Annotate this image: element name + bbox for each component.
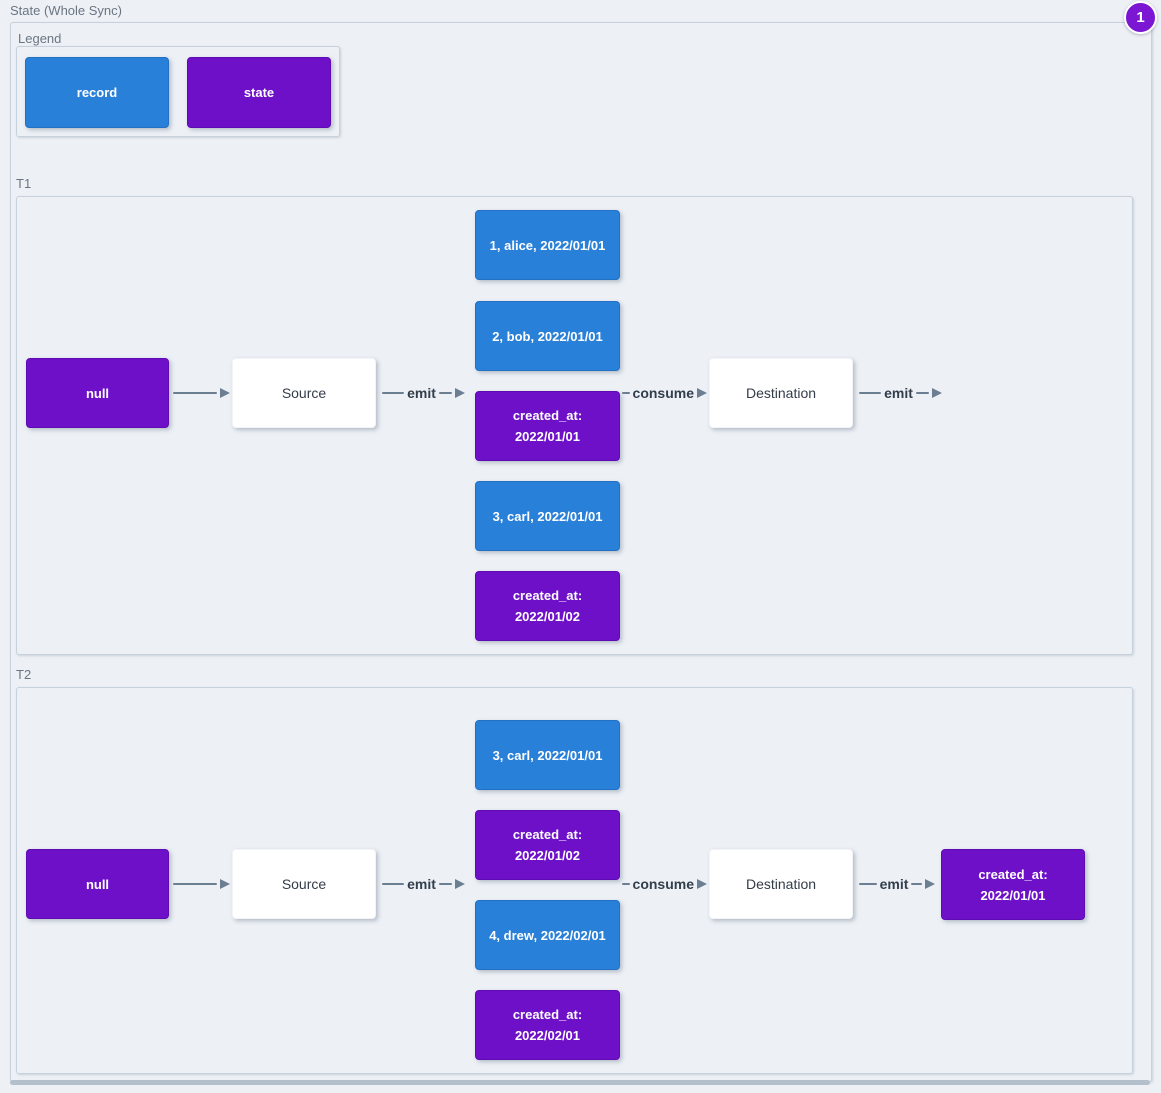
arrow-line [911, 883, 923, 885]
t1-record-alice: 1, alice, 2022/01/01 [475, 210, 620, 280]
edge-label-emit: emit [407, 876, 436, 892]
t1-source-node: Source [232, 358, 376, 428]
edge-label-consume: consume [632, 385, 694, 401]
t1-null-to-source-arrow [173, 385, 230, 401]
arrow-head-icon [697, 879, 707, 889]
edge-label-emit: emit [879, 876, 909, 892]
t2-title: T2 [16, 667, 32, 682]
t2-output-state-node: created_at: 2022/01/01 [941, 849, 1085, 920]
arrow-line [438, 883, 452, 885]
arrow-head-icon [220, 388, 230, 398]
arrow-head-icon [697, 388, 707, 398]
arrow-head-icon [925, 879, 936, 889]
t2-null-node: null [26, 849, 169, 919]
t2-record-carl: 3, carl, 2022/01/01 [475, 720, 620, 790]
t2-state-created-0102: created_at: 2022/01/02 [475, 810, 620, 880]
arrow-head-icon [454, 879, 465, 889]
legend-record-node: record [25, 57, 169, 128]
legend-title: Legend [18, 31, 62, 46]
arrow-line [382, 883, 405, 885]
t2-source-node: Source [232, 849, 376, 919]
arrow-line [915, 392, 929, 394]
legend-state-node: state [187, 57, 331, 128]
t2-record-drew: 4, drew, 2022/02/01 [475, 900, 620, 970]
t1-emit-edge-2: emit [857, 385, 944, 401]
t1-title: T1 [16, 176, 32, 191]
t2-emit-edge-2: emit [857, 876, 937, 892]
horizontal-scrollbar[interactable] [10, 1080, 1150, 1085]
arrow-line [438, 392, 452, 394]
arrow-head-icon [931, 388, 942, 398]
t1-state-created-0102: created_at: 2022/01/02 [475, 571, 620, 641]
t1-null-node: null [26, 358, 169, 428]
legend-container [16, 46, 340, 137]
annotation-badge[interactable]: 1 [1124, 1, 1157, 34]
t1-consume-edge: consume [622, 385, 707, 401]
arrow-line [173, 883, 217, 885]
t1-record-carl: 3, carl, 2022/01/01 [475, 481, 620, 551]
arrow-line [858, 883, 877, 885]
t2-null-to-source-arrow [173, 876, 230, 892]
arrow-line [622, 392, 630, 394]
arrow-line [382, 392, 405, 394]
t2-destination-node: Destination [709, 849, 853, 919]
t2-consume-edge: consume [622, 876, 707, 892]
t1-destination-node: Destination [709, 358, 853, 428]
t2-emit-edge-1: emit [380, 876, 467, 892]
t1-emit-edge-1: emit [380, 385, 467, 401]
t1-state-created-0101: created_at: 2022/01/01 [475, 391, 620, 461]
arrow-head-icon [454, 388, 465, 398]
edge-label-emit: emit [407, 385, 436, 401]
diagram-title: State (Whole Sync) [10, 3, 122, 18]
arrow-line [622, 883, 630, 885]
t2-container [16, 687, 1133, 1074]
t2-state-created-0201: created_at: 2022/02/01 [475, 990, 620, 1060]
t1-container [16, 196, 1133, 655]
t1-record-bob: 2, bob, 2022/01/01 [475, 301, 620, 371]
arrow-head-icon [220, 879, 230, 889]
arrow-line [859, 392, 882, 394]
edge-label-emit: emit [884, 385, 913, 401]
arrow-line [173, 392, 217, 394]
edge-label-consume: consume [632, 876, 694, 892]
